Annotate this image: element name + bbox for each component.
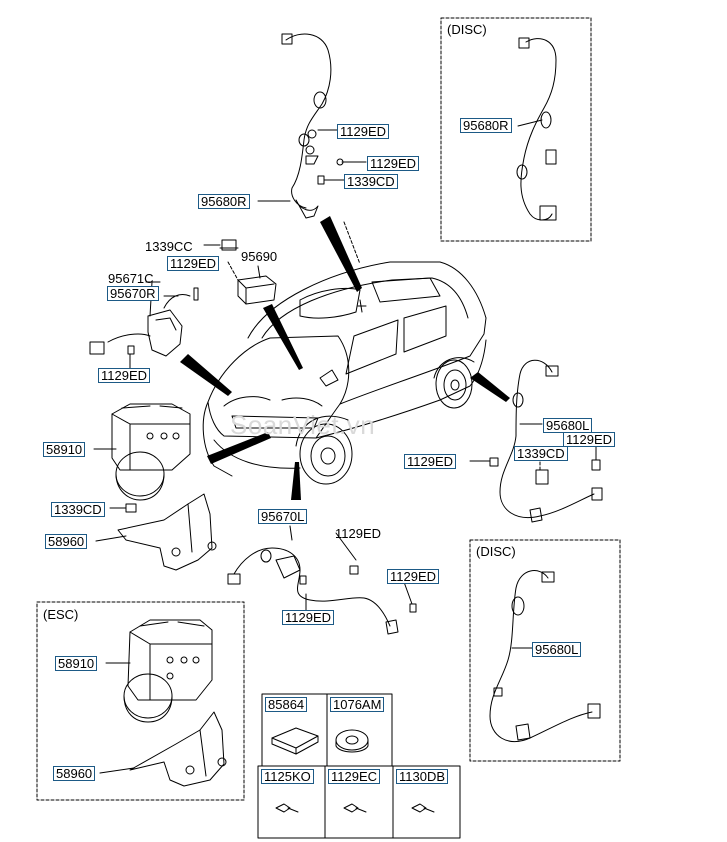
callout-1129ED-b[interactable]: 1129ED: [367, 156, 420, 171]
disc-top-frame: [440, 17, 592, 242]
pointer-wedges: [180, 216, 510, 500]
table-cell-1129EC[interactable]: 1129EC: [328, 769, 381, 784]
callout-95680R-disc[interactable]: 95680R: [460, 118, 512, 133]
table-cell-1076AM[interactable]: 1076AM: [330, 697, 385, 712]
wheel-sensor-disc-bottom: [489, 570, 601, 743]
callout-1129ED-f[interactable]: 1129ED: [404, 454, 457, 469]
wheel-sensor-front-left: [227, 525, 417, 635]
callout-95680L-disc[interactable]: 95680L: [532, 642, 582, 657]
label-1339CC[interactable]: 1339CC: [145, 239, 193, 254]
callout-58910-b[interactable]: 58910: [55, 656, 98, 671]
fasteners-table-grid: [257, 693, 461, 839]
callout-1339CD-c[interactable]: 1339CD: [514, 446, 568, 461]
wheel-sensor-disc-top: [516, 37, 557, 221]
callout-1129ED-h[interactable]: 1129ED: [387, 569, 440, 584]
leaders-top: [257, 129, 367, 265]
section-disc-bottom: (DISC): [476, 544, 516, 559]
callout-95680L[interactable]: 95680L: [543, 418, 593, 433]
wheel-sensor-front-right: [281, 33, 344, 219]
callout-1129ED-i[interactable]: 1129ED: [282, 610, 335, 625]
car-body: [202, 261, 487, 485]
wheel-sensor-rear-left: [469, 359, 603, 523]
abs-module-main: [93, 403, 191, 501]
disc-bottom-frame: [469, 539, 621, 762]
esc-module: [99, 619, 227, 787]
abs-bracket-main: [95, 493, 217, 571]
esc-frame: [36, 601, 245, 801]
callout-95670R[interactable]: 95670R: [107, 286, 159, 301]
label-95690[interactable]: 95690: [241, 249, 278, 264]
callout-1129ED-d[interactable]: 1129ED: [98, 368, 151, 383]
callout-1129ED-c[interactable]: 1129ED: [167, 256, 220, 271]
table-cell-1125KO[interactable]: 1125KO: [261, 769, 314, 784]
callout-95680R[interactable]: 95680R: [198, 194, 250, 209]
callout-58960-a[interactable]: 58960: [45, 534, 88, 549]
callout-95670L[interactable]: 95670L: [258, 509, 308, 524]
callout-1339CD-b[interactable]: 1339CD: [51, 502, 105, 517]
callout-1129ED-e[interactable]: 1129ED: [563, 432, 616, 447]
callout-58960-b[interactable]: 58960: [53, 766, 96, 781]
label-1129ED-g[interactable]: 1129ED: [335, 526, 382, 541]
callout-1339CD-a[interactable]: 1339CD: [344, 174, 398, 189]
callout-58910-a[interactable]: 58910: [43, 442, 86, 457]
callout-1129ED-a[interactable]: 1129ED: [337, 124, 390, 139]
section-esc: (ESC): [43, 607, 79, 622]
table-cell-1130DB[interactable]: 1130DB: [396, 769, 449, 784]
label-95671C[interactable]: 95671C: [108, 271, 154, 286]
yaw-sensor-area: [203, 239, 277, 305]
table-cell-85864[interactable]: 85864: [265, 697, 308, 712]
section-disc-top: (DISC): [447, 22, 487, 37]
watermark-text: SoanViet.vn: [230, 410, 376, 440]
